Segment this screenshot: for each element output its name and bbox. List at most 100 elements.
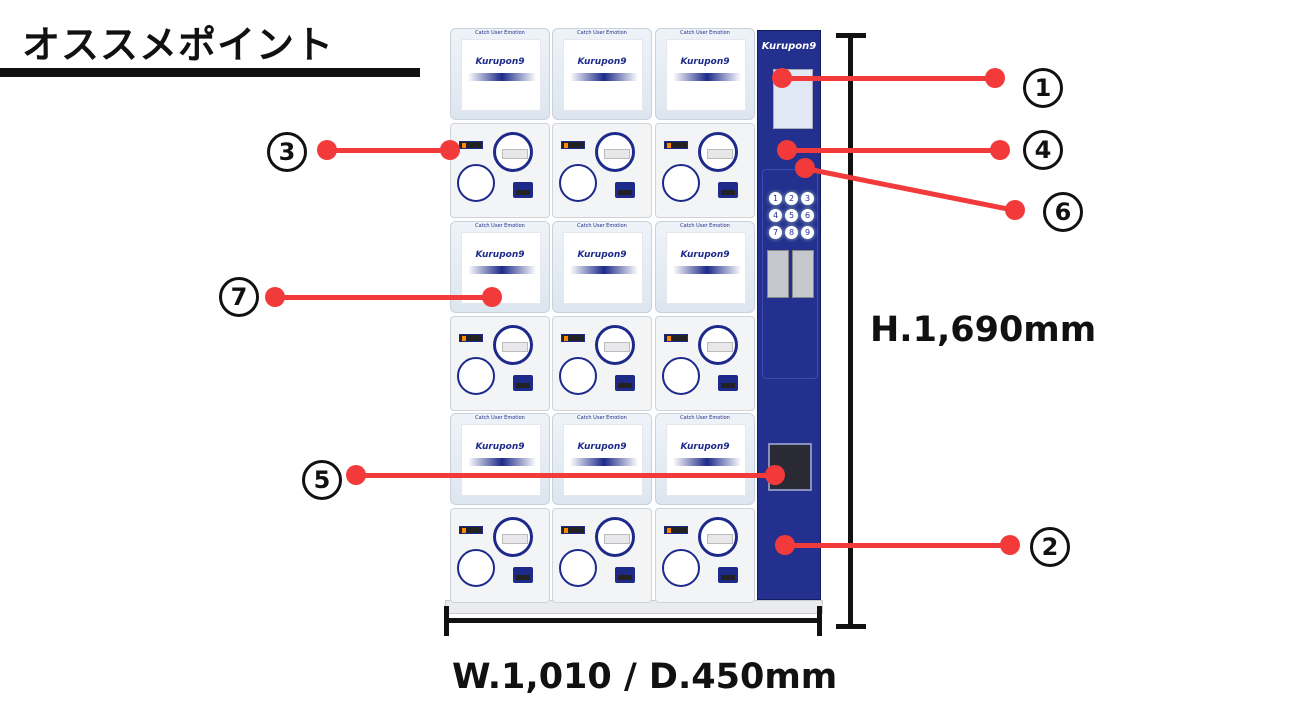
keypad-button: 9	[801, 226, 814, 239]
led-counter	[459, 141, 483, 149]
price-display	[513, 182, 533, 198]
height-label: H.1,690mm	[870, 310, 1097, 350]
capsule-outlet	[559, 357, 597, 395]
capsule-outlet	[457, 357, 495, 395]
callout-dot	[346, 465, 366, 485]
dimension-cap	[836, 624, 866, 629]
price-display	[615, 375, 635, 391]
led-counter	[459, 526, 483, 534]
callout-dot	[990, 140, 1010, 160]
tagline: Catch User Emotion	[680, 415, 730, 421]
display-logo: Kurupon9	[577, 250, 627, 260]
turn-handle	[595, 517, 635, 557]
display-card	[666, 39, 746, 111]
callout-dot	[1000, 535, 1020, 555]
page-title: オススメポイント	[22, 23, 335, 67]
callout-number: 1	[1023, 68, 1063, 108]
capsule-outlet	[662, 164, 700, 202]
callout-number: 3	[267, 132, 307, 172]
callout-line	[785, 543, 1010, 548]
dispenser-unit	[655, 508, 755, 603]
capsule-outlet	[457, 164, 495, 202]
dispenser-unit	[450, 123, 550, 218]
callout-line	[356, 473, 775, 478]
capsule-outlet	[559, 549, 597, 587]
capsule-outlet	[559, 164, 597, 202]
tagline: Catch User Emotion	[475, 30, 525, 36]
display-card	[563, 424, 643, 496]
callout-number: 5	[302, 460, 342, 500]
display-card	[461, 39, 541, 111]
dimension-cap	[444, 606, 449, 636]
price-display	[718, 567, 738, 583]
tagline: Catch User Emotion	[577, 223, 627, 229]
callout-line	[327, 148, 450, 153]
led-counter	[664, 334, 688, 342]
display-card	[666, 424, 746, 496]
display-logo: Kurupon9	[680, 250, 730, 260]
capsule-outlet	[457, 549, 495, 587]
height-dimension-line	[848, 35, 853, 628]
tagline: Catch User Emotion	[577, 30, 627, 36]
callout-line	[275, 295, 492, 300]
callout-dot	[777, 140, 797, 160]
callout-line	[804, 166, 1016, 213]
display-card	[461, 424, 541, 496]
dispenser-unit	[450, 508, 550, 603]
display-card	[563, 39, 643, 111]
tagline: Catch User Emotion	[680, 30, 730, 36]
led-counter	[664, 526, 688, 534]
coin-slot	[767, 250, 789, 298]
capsule-outlet	[662, 357, 700, 395]
price-display	[513, 567, 533, 583]
led-counter	[664, 141, 688, 149]
display-logo: Kurupon9	[475, 57, 525, 67]
callout-dot	[482, 287, 502, 307]
display-logo: Kurupon9	[680, 57, 730, 67]
callout-line	[782, 76, 995, 81]
led-counter	[459, 334, 483, 342]
tagline: Catch User Emotion	[680, 223, 730, 229]
callout-dot	[317, 140, 337, 160]
keypad-button: 8	[785, 226, 798, 239]
callout-number: 2	[1030, 527, 1070, 567]
dispenser-unit	[655, 316, 755, 411]
tagline: Catch User Emotion	[577, 415, 627, 421]
turn-handle	[698, 325, 738, 365]
callout-number: 6	[1043, 192, 1083, 232]
turn-handle	[698, 517, 738, 557]
callout-dot	[1005, 200, 1025, 220]
brand-logo: Kurupon9	[761, 41, 817, 52]
turn-handle	[698, 132, 738, 172]
led-counter	[561, 526, 585, 534]
callout-number: 4	[1023, 130, 1063, 170]
dispenser-unit	[552, 508, 652, 603]
callout-dot	[440, 140, 460, 160]
led-counter	[561, 141, 585, 149]
led-counter	[561, 334, 585, 342]
title-underline	[0, 68, 420, 77]
coin-slot	[792, 250, 814, 298]
display-logo: Kurupon9	[680, 442, 730, 452]
tagline: Catch User Emotion	[475, 223, 525, 229]
price-display	[718, 182, 738, 198]
callout-number: 7	[219, 277, 259, 317]
capsule-outlet	[662, 549, 700, 587]
turn-handle	[595, 132, 635, 172]
callout-dot	[795, 158, 815, 178]
keypad-button: 6	[801, 209, 814, 222]
keypad-button: 1	[769, 192, 782, 205]
callout-dot	[775, 535, 795, 555]
turn-handle	[493, 325, 533, 365]
price-display	[513, 375, 533, 391]
price-display	[718, 375, 738, 391]
